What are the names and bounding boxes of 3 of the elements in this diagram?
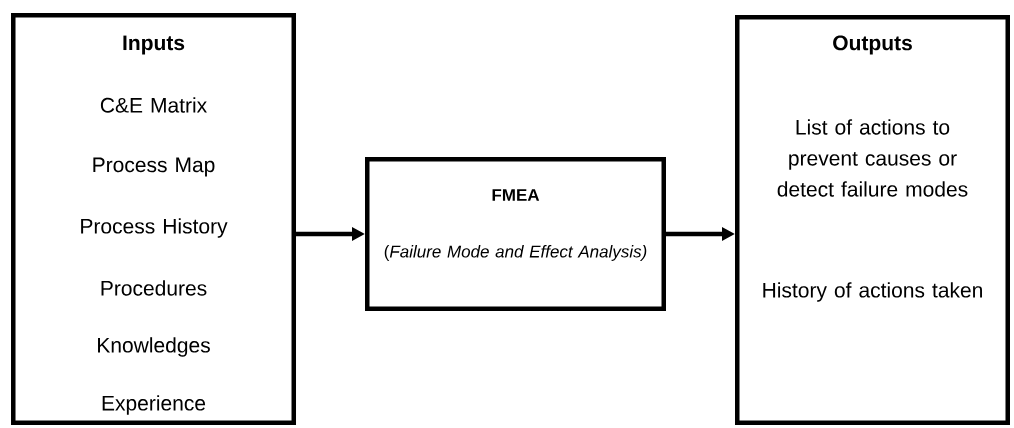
output-box: Outputs List of actions to prevent causes or detect failure modes History of actions taken <box>735 15 1010 425</box>
process-box: FMEA (Failure Mode and Effect Analysis) <box>365 157 666 311</box>
input-box: Inputs C&E Matrix Process Map Process History Procedures Knowledges Experience <box>11 13 296 425</box>
